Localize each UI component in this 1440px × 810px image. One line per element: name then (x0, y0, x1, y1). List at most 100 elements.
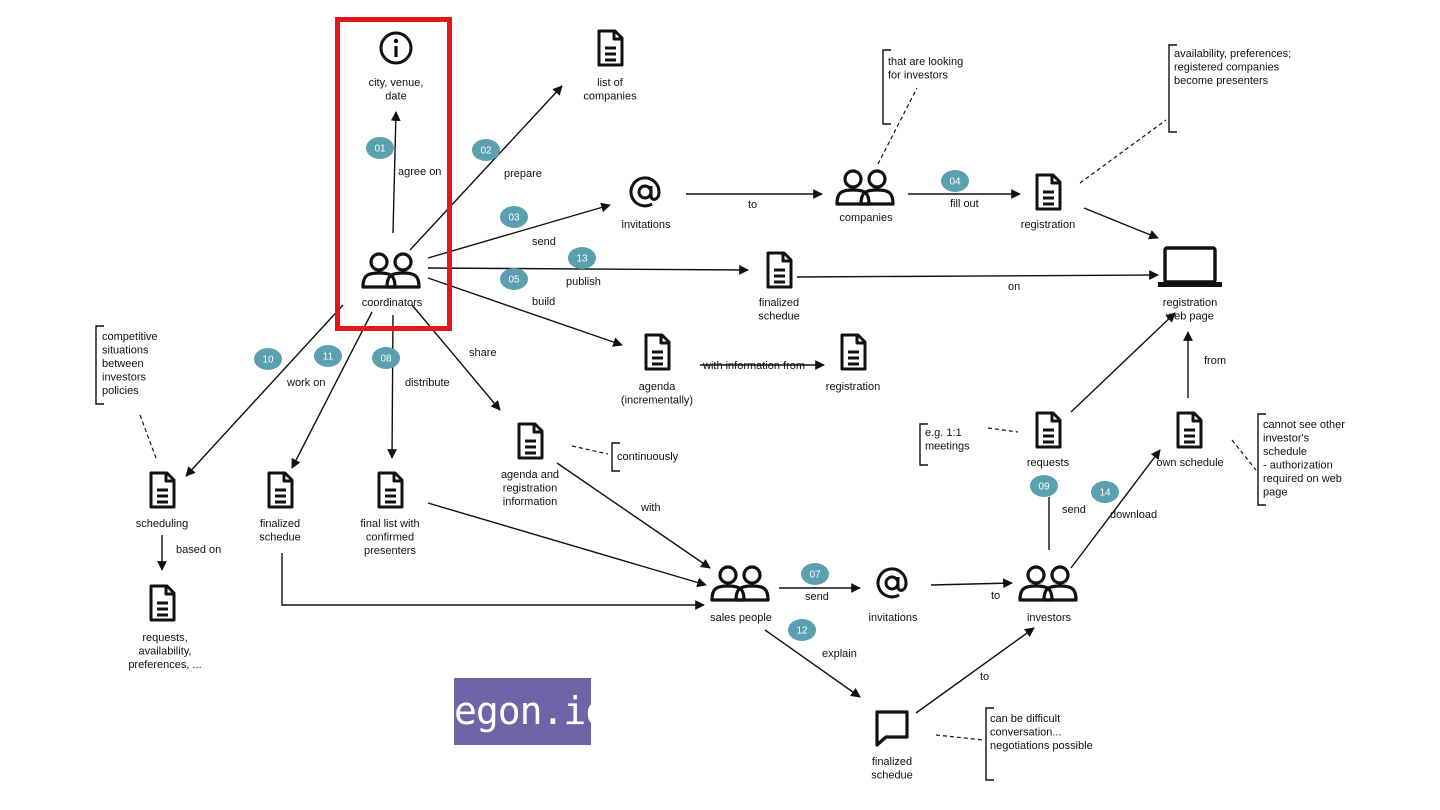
edge-explain: explain (822, 648, 857, 660)
edge-build: build (532, 296, 555, 308)
edge-agree-on: agree on (398, 166, 441, 178)
edge-labels: agree on prepare to fill out send publis… (176, 166, 1226, 683)
document-icon (644, 333, 671, 371)
edge-send-2: send (805, 591, 829, 603)
label-sales-people: sales people (710, 612, 772, 624)
sequence-badge-number: 08 (380, 354, 392, 365)
edge-send-3: send (1062, 504, 1086, 516)
sequence-badge (254, 348, 282, 370)
edge-send-1: send (532, 236, 556, 248)
edge-to-2: to (991, 590, 1000, 602)
edge-download: download (1110, 509, 1157, 521)
document-icon (1176, 411, 1203, 449)
sequence-badge (568, 247, 596, 269)
egon-logo: egon.io (454, 678, 608, 745)
sequence-badge (1091, 481, 1119, 503)
sequence-badge-number: 04 (949, 177, 961, 188)
sequence-badge-number: 09 (1038, 482, 1050, 493)
sequence-badge (788, 619, 816, 641)
label-own-schedule: own schedule (1156, 457, 1223, 469)
label-requests-availability: requests,availability,preferences, ... (128, 632, 201, 671)
sequence-badge-number: 02 (480, 146, 492, 157)
sequence-badge (472, 139, 500, 161)
edge-from: from (1204, 355, 1226, 367)
info-icon (379, 31, 413, 65)
sequence-badge-number: 12 (796, 626, 808, 637)
sequence-badge-number: 07 (809, 570, 821, 581)
document-icon (149, 471, 176, 509)
document-icon (267, 471, 294, 509)
sequence-badge (941, 170, 969, 192)
label-invitations-2: invitations (869, 612, 918, 624)
edge-distribute: distribute (405, 377, 450, 389)
document-icon (517, 422, 544, 460)
sequence-badge-number: 10 (262, 355, 274, 366)
annotation-brackets (95, 44, 1266, 781)
arrows (157, 85, 1193, 714)
sequence-badge-number: 11 (323, 352, 334, 363)
edge-with-info-from: with information from (702, 360, 805, 372)
label-registration-2: registration (826, 381, 880, 393)
document-icon (1035, 411, 1062, 449)
label-scheduling: scheduling (136, 518, 189, 530)
edge-fill-out: fill out (950, 198, 979, 210)
note-continuously: continuously (617, 451, 679, 463)
at-icon (629, 176, 661, 208)
sequence-badge (500, 268, 528, 290)
sequence-badge (801, 563, 829, 585)
label-registration-1: registration (1021, 219, 1075, 231)
chat-icon (875, 710, 909, 747)
highlight-box (335, 17, 452, 331)
label-info: city, venue,date (369, 77, 424, 103)
edge-prepare: prepare (504, 168, 542, 180)
edge-based-on: based on (176, 544, 221, 556)
document-icon (377, 471, 404, 509)
edge-share: share (469, 347, 497, 359)
note-availability: availability, preferences;registered com… (1174, 48, 1291, 87)
label-investors: investors (1027, 612, 1072, 624)
edge-publish: publish (566, 276, 601, 288)
document-icon (766, 251, 793, 289)
label-coordinators: coordinators (362, 297, 423, 309)
people-icon (835, 169, 895, 206)
label-requests: requests (1027, 457, 1070, 469)
sequence-badges: 01 02 03 04 05 13 10 11 08 07 12 09 14 (254, 137, 1119, 641)
sequence-badge-number: 03 (508, 213, 520, 224)
sequence-badge (314, 345, 342, 367)
edge-to-1: to (748, 199, 757, 211)
at-icon (876, 567, 908, 599)
laptop-icon (1158, 246, 1222, 287)
sequence-badge-number: 05 (508, 275, 520, 286)
sequence-badge (1030, 475, 1058, 497)
document-icon (597, 29, 624, 67)
people-icon (710, 565, 770, 602)
edge-on: on (1008, 281, 1020, 293)
document-icon (1035, 173, 1062, 211)
annotation-connectors (139, 87, 1257, 741)
sequence-badge-number: 13 (576, 254, 588, 265)
sequence-badge (372, 347, 400, 369)
label-companies: companies (839, 212, 893, 224)
label-invitations-1: invitations (622, 219, 671, 231)
label-agenda: agenda(incrementally) (621, 381, 693, 407)
edge-with: with (640, 502, 661, 514)
document-icon (149, 584, 176, 622)
edge-work-on: work on (286, 377, 326, 389)
people-icon (1018, 565, 1078, 602)
sequence-badge-number: 14 (1099, 488, 1111, 499)
sequence-badge-number: 01 (374, 144, 386, 155)
edge-to-3: to (980, 671, 989, 683)
